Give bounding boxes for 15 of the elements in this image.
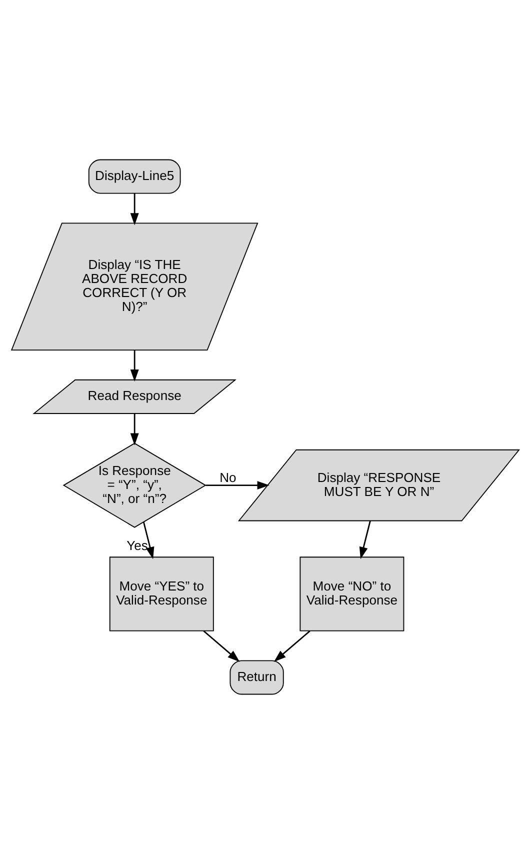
arrow	[130, 413, 139, 445]
arrow	[130, 192, 139, 225]
arrow	[130, 350, 139, 382]
edge-label: No	[220, 469, 236, 484]
node-box: Move “NO” to Valid-Response	[300, 556, 404, 631]
node-box: Return	[230, 660, 284, 694]
arrow	[206, 480, 270, 490]
node-diamond: Is Response = “Y”, “y”, “N”, or “n”?	[62, 442, 206, 528]
node-box: Move “YES” to Valid-Response	[109, 556, 214, 631]
edge-label: Yes	[126, 537, 148, 552]
arrow	[274, 630, 310, 662]
arrow	[203, 630, 240, 662]
arrow	[359, 520, 371, 559]
node-box: Display-Line5	[88, 158, 181, 194]
arrow	[142, 521, 154, 559]
